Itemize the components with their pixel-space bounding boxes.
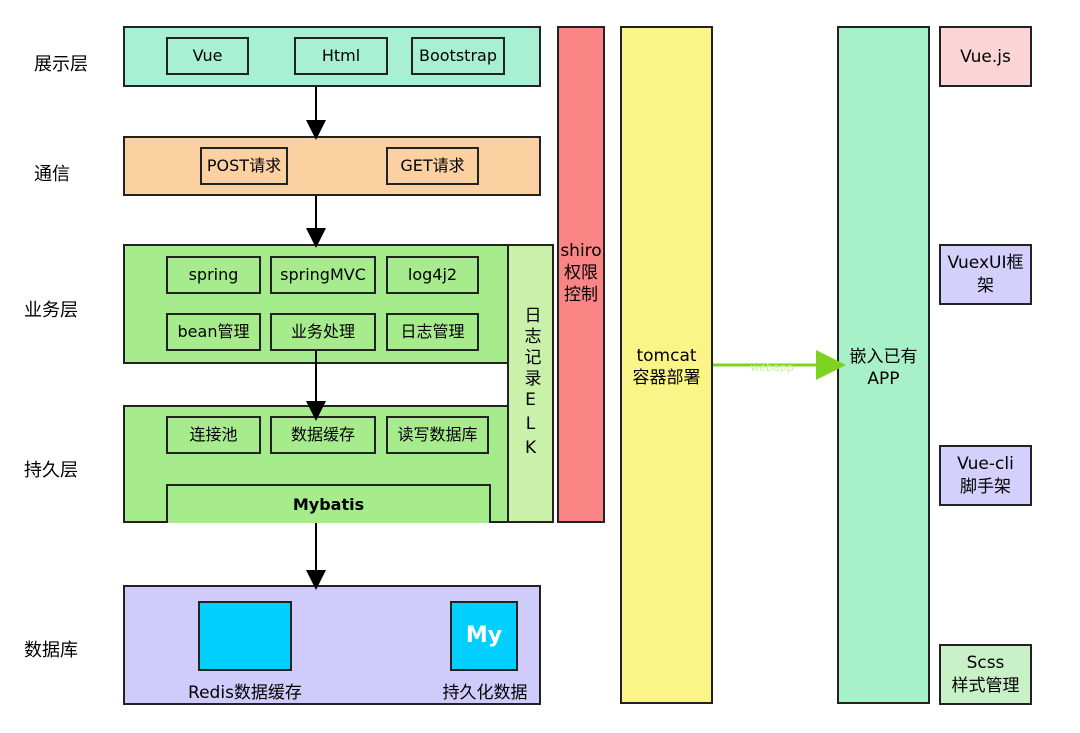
row-label-communication: 通信 <box>34 164 70 185</box>
redis-icon <box>198 601 292 671</box>
row-label-display: 展示层 <box>34 54 88 75</box>
vuecli-label-1: Vue-cli <box>957 454 1014 475</box>
redis-label: Redis数据缓存 <box>188 683 302 703</box>
shiro-label-2: 权限 <box>564 263 598 284</box>
post-request-box: POST请求 <box>200 147 288 185</box>
app-label-1: 嵌入已有 <box>849 347 918 367</box>
vue-box: Vue <box>166 37 249 75</box>
app-label-2: APP <box>867 369 900 390</box>
vuejs-box: Vue.js <box>939 26 1032 87</box>
business-processing-box: 业务处理 <box>270 313 376 351</box>
log-elk-label: 日志记录ELK <box>520 305 541 462</box>
row-label-persistence: 持久层 <box>24 460 78 481</box>
shiro-column: shiro 权限 控制 <box>557 26 605 523</box>
vuexui-label-2: 架 <box>977 275 994 296</box>
rw-database-box: 读写数据库 <box>386 416 489 454</box>
scss-label-1: Scss <box>966 653 1005 674</box>
mysql-icon: My <box>450 601 518 671</box>
mysql-label: 持久化数据 <box>442 683 528 703</box>
scss-box: Scss 样式管理 <box>939 644 1032 705</box>
spring-box: spring <box>166 256 261 294</box>
html-box: Html <box>294 37 388 75</box>
vuecli-box: Vue-cli 脚手架 <box>939 445 1032 506</box>
connection-pool-box: 连接池 <box>166 416 261 454</box>
mybatis-box: Mybatis <box>166 484 491 523</box>
shiro-label-1: shiro <box>560 241 602 261</box>
row-label-business: 业务层 <box>24 300 78 321</box>
vuexui-label-1: VuexUI框 <box>947 253 1024 274</box>
tomcat-label-2: 容器部署 <box>632 368 701 389</box>
row-label-database: 数据库 <box>24 640 78 661</box>
tomcat-column: tomcat 容器部署 <box>620 26 713 704</box>
log-management-box: 日志管理 <box>386 313 479 351</box>
tomcat-label-1: tomcat <box>636 346 697 366</box>
bean-management-box: bean管理 <box>166 313 261 351</box>
data-cache-box: 数据缓存 <box>270 416 376 454</box>
get-request-box: GET请求 <box>386 147 479 185</box>
log-elk-column: 日志记录ELK <box>507 244 554 523</box>
vuecli-label-2: 脚手架 <box>960 476 1011 497</box>
scss-label-2: 样式管理 <box>951 675 1020 696</box>
vuexui-box: VuexUI框 架 <box>939 244 1032 305</box>
connector-label: webapp <box>750 361 793 374</box>
bootstrap-box: Bootstrap <box>411 37 505 75</box>
shiro-label-3: 控制 <box>564 285 598 306</box>
springmvc-box: springMVC <box>270 256 376 294</box>
log4j2-box: log4j2 <box>386 256 479 294</box>
